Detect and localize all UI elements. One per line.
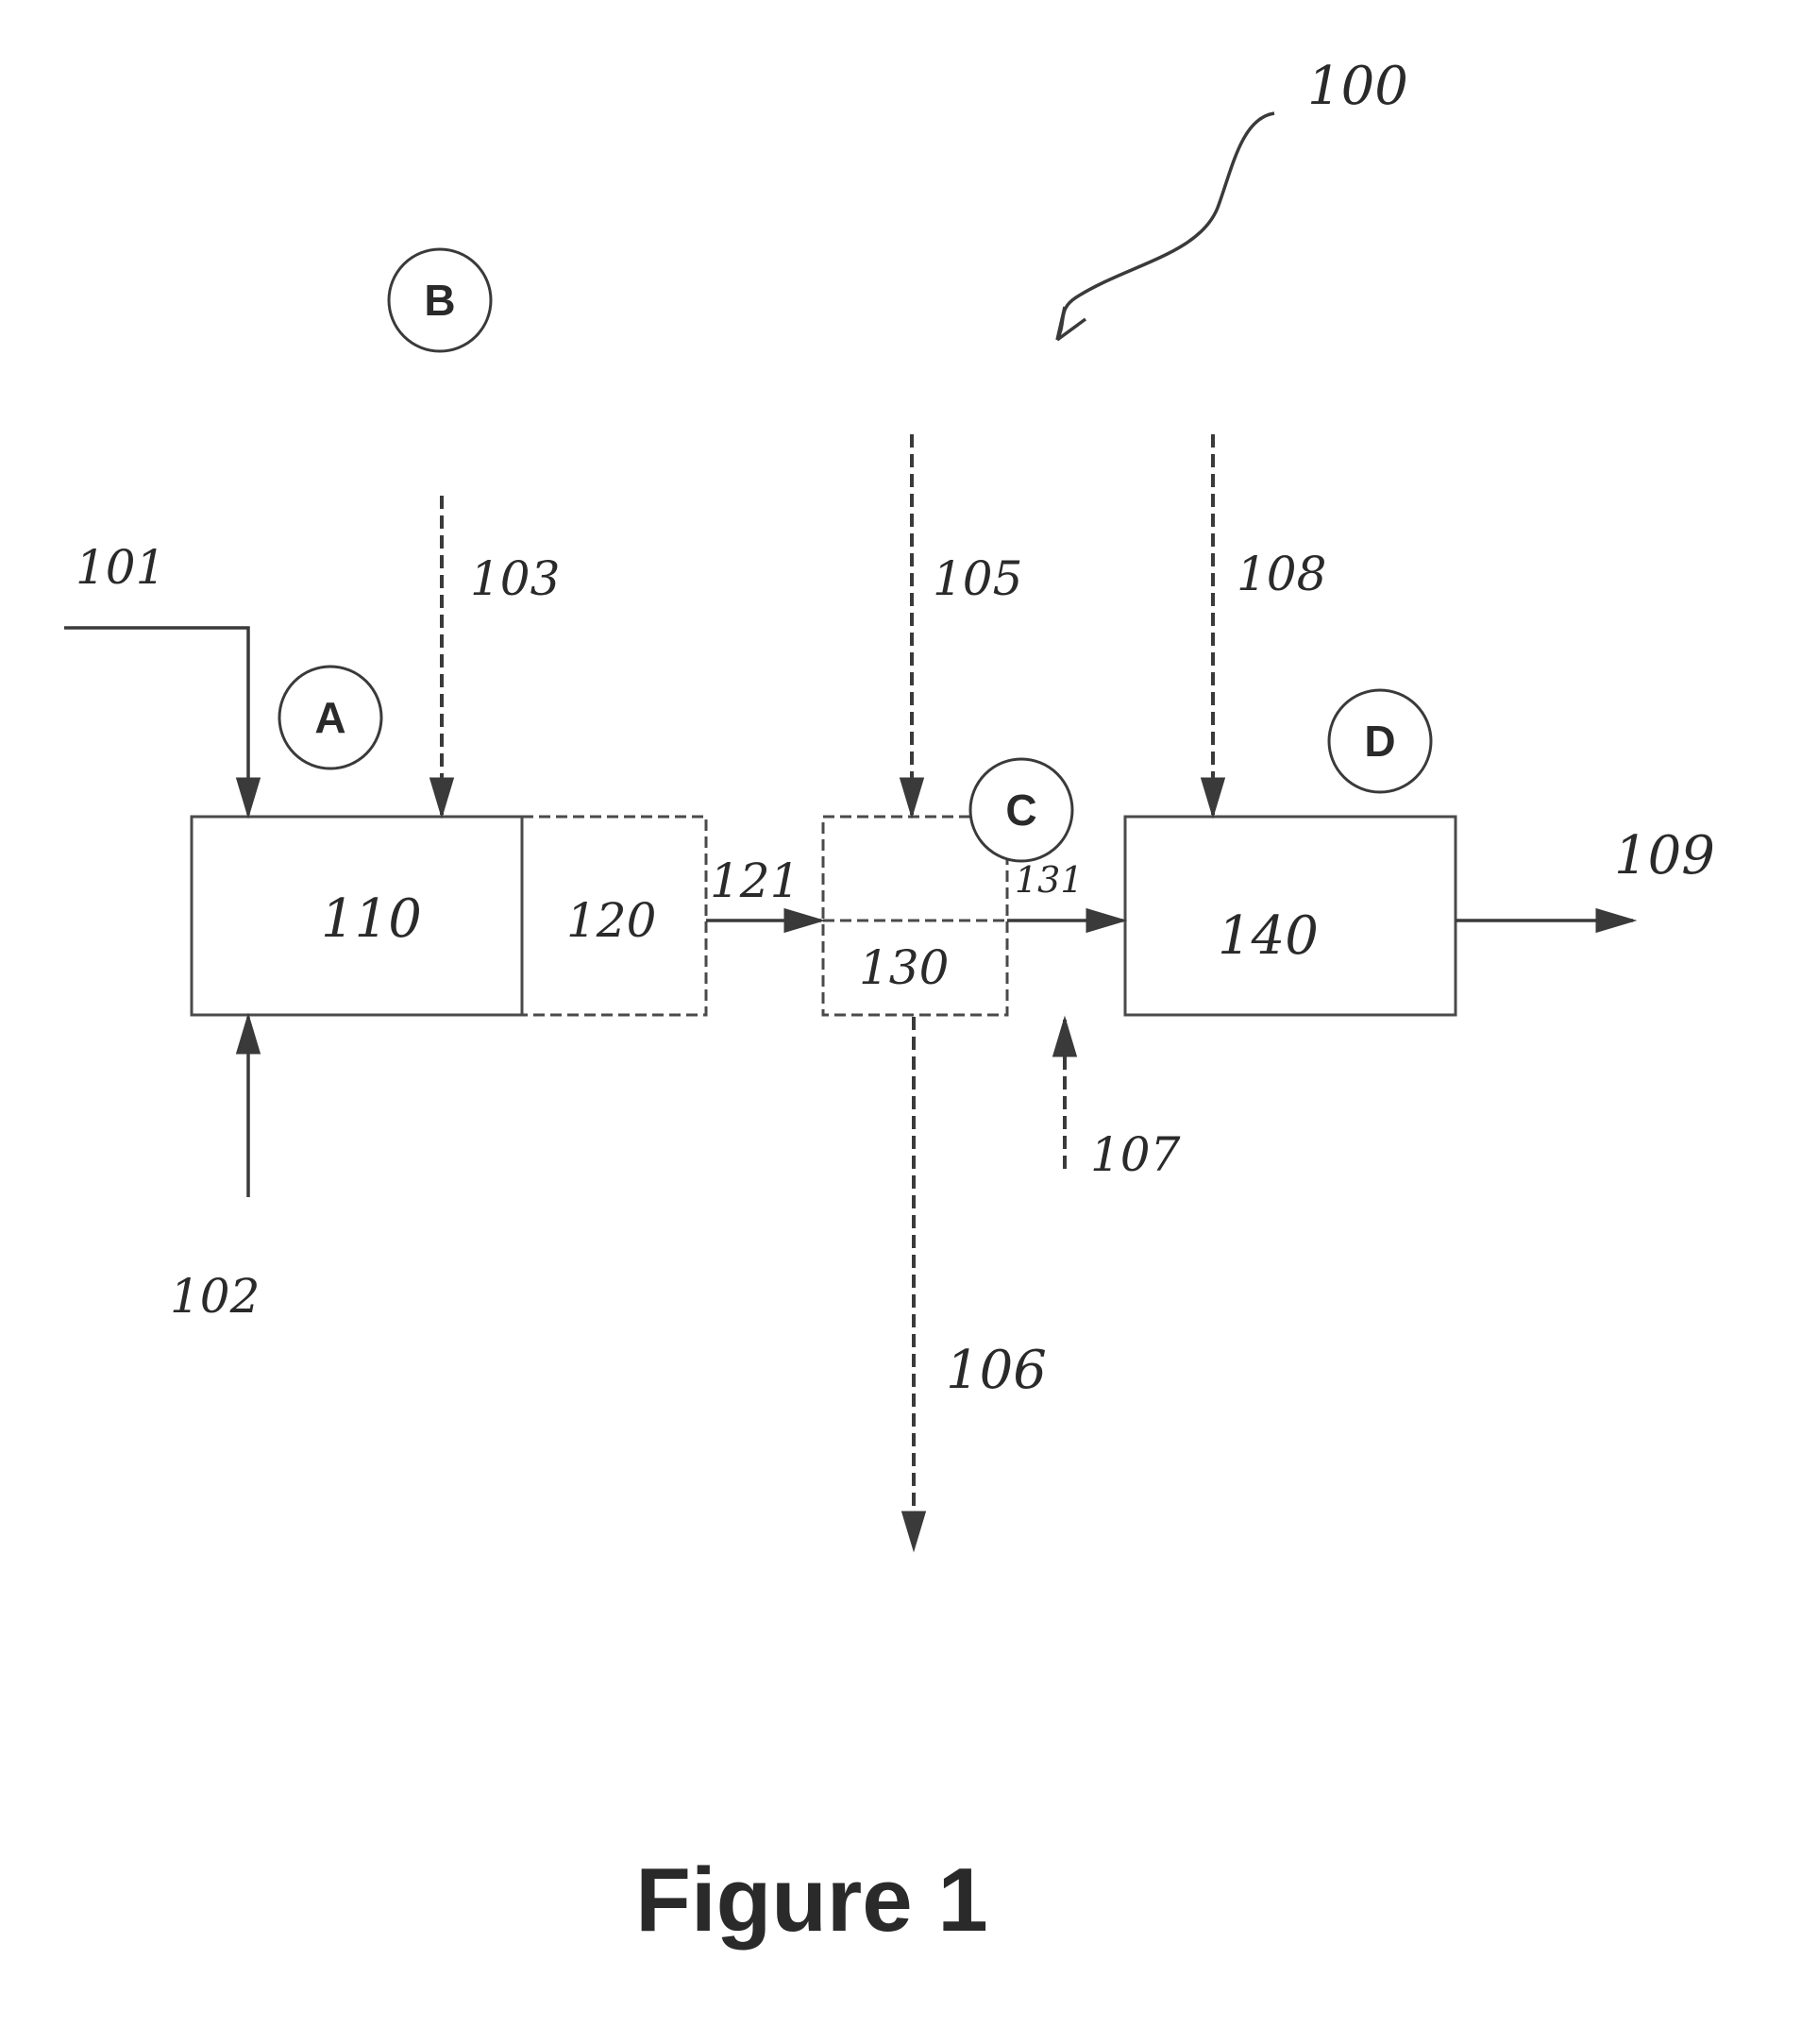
unit-110-label: 110	[321, 888, 422, 950]
unit-130-label: 130	[859, 940, 949, 995]
stream-106-label: 106	[946, 1340, 1047, 1401]
stream-107-label: 107	[1090, 1127, 1181, 1182]
marker-b: B	[389, 249, 491, 351]
unit-120-label: 120	[566, 893, 656, 948]
marker-c: C	[970, 759, 1072, 861]
marker-d: D	[1329, 690, 1431, 792]
stream-102-label: 102	[170, 1269, 260, 1324]
stream-101-label: 101	[76, 540, 165, 595]
marker-a-label: A	[314, 693, 345, 742]
stream-105-label: 105	[933, 551, 1022, 606]
marker-b-label: B	[424, 276, 455, 325]
stream-109-label: 109	[1614, 825, 1715, 887]
stream-108-label: 108	[1237, 547, 1326, 601]
marker-d-label: D	[1364, 717, 1395, 766]
stream-121-label: 121	[710, 853, 800, 908]
stream-101-arrow	[64, 628, 248, 815]
stream-103-label: 103	[470, 551, 560, 606]
marker-a: A	[279, 667, 381, 769]
reference-100-label: 100	[1307, 56, 1408, 117]
unit-140-label: 140	[1218, 905, 1319, 967]
figure-caption: Figure 1	[635, 1850, 987, 1951]
stream-131-label: 131	[1015, 859, 1084, 901]
reference-100-leader	[1057, 113, 1274, 340]
marker-c-label: C	[1005, 786, 1036, 835]
